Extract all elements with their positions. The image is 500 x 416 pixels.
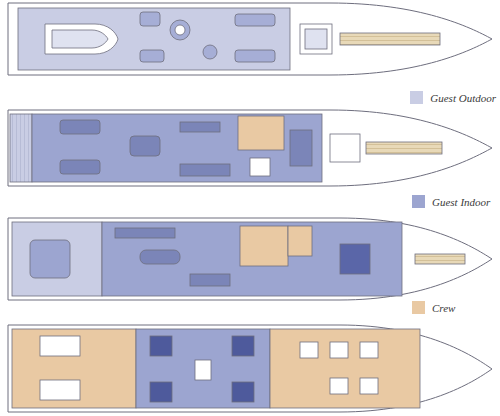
legend-row: Guest Outdoor: [410, 91, 496, 104]
legend-swatch: [412, 301, 425, 314]
legend-swatch: [412, 195, 425, 208]
legend-swatch: [410, 91, 423, 104]
legend-text: Crew: [432, 302, 455, 314]
legend-row: Guest Indoor: [412, 195, 490, 208]
legend-text: Guest Outdoor: [430, 92, 496, 104]
legend-row: Crew: [412, 301, 455, 314]
legend-text: Guest Indoor: [432, 196, 490, 208]
